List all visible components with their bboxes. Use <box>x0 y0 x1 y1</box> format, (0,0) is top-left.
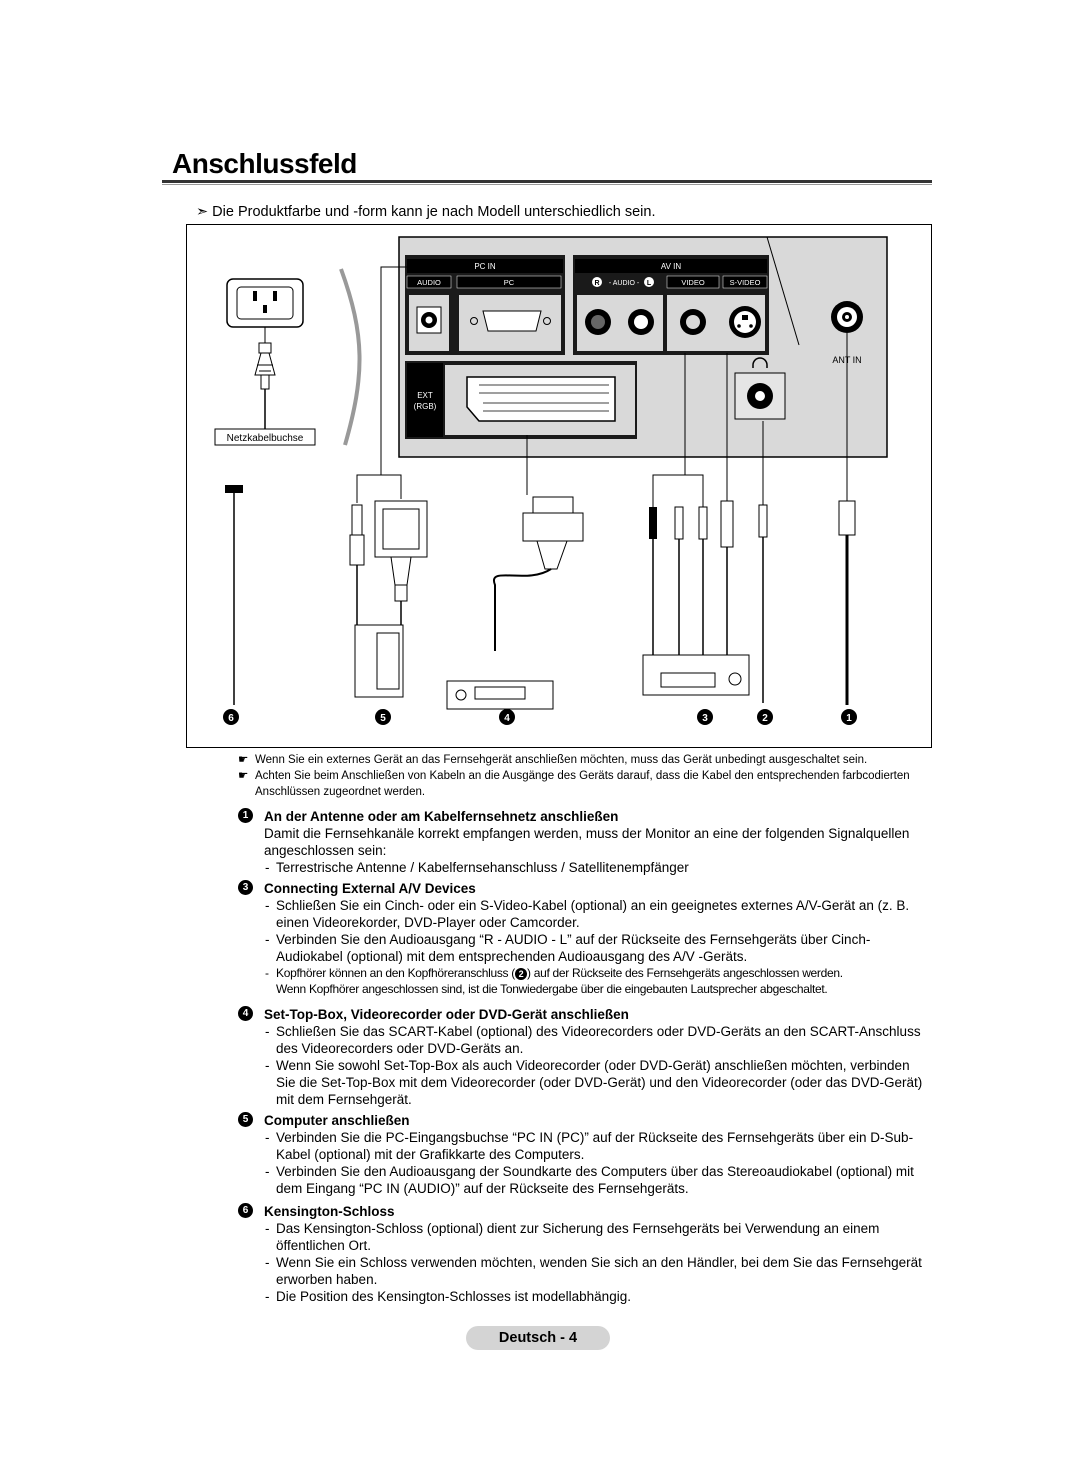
section-heading: An der Antenne oder am Kabelfernsehnetz … <box>264 809 619 824</box>
callout-4: 4 <box>504 713 510 724</box>
callout-2: 2 <box>762 713 768 724</box>
section-number-icon: 3 <box>238 880 253 895</box>
pc-label: PC <box>504 278 515 287</box>
page-footer: Deutsch - 4 <box>466 1326 610 1350</box>
callout-6: 6 <box>228 713 234 724</box>
pc-tag <box>456 275 562 289</box>
list-item: -Verbinden Sie den Audioausgang “R - AUD… <box>265 932 871 964</box>
list-item: -Wenn Sie sowohl Set-Top-Box als auch Vi… <box>265 1058 923 1107</box>
av-in-header <box>575 259 767 273</box>
pc-audio-cable <box>349 504 365 625</box>
section-body: Damit die Fernsehkanäle korrekt empfange… <box>264 826 910 858</box>
diagram-svg: PC IN AUDIO PC AV IN R - AUDIO - L VIDEO… <box>214 236 888 725</box>
pointing-hand-icon: ☛ <box>238 754 249 766</box>
svideo-tag <box>722 275 768 289</box>
model-note: ➣ Die Produktfarbe und -form kann je nac… <box>196 204 656 220</box>
r-label: R <box>594 280 599 287</box>
power-socket <box>226 278 304 328</box>
power-label-box <box>214 428 316 446</box>
vga-cable <box>374 500 428 625</box>
callout-5: 5 <box>380 713 386 724</box>
list-item: -Terrestrische Antenne / Kabelfernsehans… <box>265 860 689 875</box>
list-item: -Wenn Sie ein Schloss verwenden möchten,… <box>265 1255 922 1287</box>
section-3: 3 Connecting External A/V Devices -Schlie… <box>238 880 928 997</box>
page-title: Anschlussfeld <box>172 148 357 179</box>
list-item: -Die Position des Kensington-Schlosses i… <box>265 1289 631 1304</box>
audio-rl-label: - AUDIO - <box>609 280 640 287</box>
vga-port <box>482 310 542 332</box>
list-item: -Schließen Sie ein Cinch- oder ein S-Vid… <box>265 898 910 930</box>
pointing-hand-icon: ☛ <box>238 770 249 782</box>
rca-cables <box>649 500 768 703</box>
list-item: -Das Kensington-Schloss (optional) dient… <box>265 1221 880 1253</box>
section-heading: Connecting External A/V Devices <box>264 881 476 896</box>
video-label: VIDEO <box>681 278 705 287</box>
list-item: -Schließen Sie das SCART-Kabel (optional… <box>265 1024 921 1056</box>
section-1: 1 An der Antenne oder am Kabelfernsehnetz… <box>238 808 928 876</box>
title-rule-thin <box>162 184 932 185</box>
panel-edge <box>766 236 800 346</box>
list-item: -Kopfhörer können an den Kopfhöreranschl… <box>265 966 843 996</box>
rgb-label: (RGB) <box>414 402 437 411</box>
audio-label: AUDIO <box>417 278 441 287</box>
antenna-cable <box>838 500 856 705</box>
power-label: Netzkabelbuchse <box>227 433 304 444</box>
connection-panel-diagram: PC IN AUDIO PC AV IN R - AUDIO - L VIDEO… <box>186 224 932 748</box>
section-number-icon: 4 <box>238 1006 253 1021</box>
scart-cable <box>492 496 584 651</box>
section-heading: Set-Top-Box, Videorecorder oder DVD-Gerä… <box>264 1007 629 1022</box>
section-4: 4 Set-Top-Box, Videorecorder oder DVD-Ger… <box>238 1006 928 1108</box>
list-item: -Verbinden Sie den Audioausgang der Soun… <box>265 1164 914 1196</box>
r-badge <box>592 277 602 287</box>
svideo-label: S-VIDEO <box>730 278 761 287</box>
callout-1: 1 <box>846 713 852 724</box>
divider-curve <box>339 268 362 446</box>
section-6: 6 Kensington-Schloss -Das Kensington-Schl… <box>238 1203 928 1305</box>
video-tag <box>666 275 720 289</box>
l-label: L <box>647 280 652 287</box>
audio-tag <box>406 275 452 289</box>
warning-item: ☛Wenn Sie ein externes Gerät an das Fern… <box>238 754 868 766</box>
av-in-label: AV IN <box>661 262 682 271</box>
kensington-slot <box>225 485 243 493</box>
section-5: 5 Computer anschließen -Verbinden Sie die… <box>238 1112 928 1197</box>
pc-in-label: PC IN <box>474 262 496 271</box>
headphone-icon <box>752 357 768 368</box>
scart-port <box>466 376 616 422</box>
section-heading: Kensington-Schloss <box>264 1204 395 1219</box>
pc-in-header <box>407 259 563 273</box>
title-rule <box>162 180 932 183</box>
section-number-icon: 6 <box>238 1203 253 1218</box>
section-number-icon: 5 <box>238 1112 253 1127</box>
list-item: -Verbinden Sie die PC-Eingangsbuchse “PC… <box>265 1130 914 1162</box>
section-number-icon: 1 <box>238 808 253 823</box>
warning-item: ☛Achten Sie beim Anschließen von Kabeln … <box>238 770 910 798</box>
l-badge <box>644 277 654 287</box>
warning-notes: ☛Wenn Sie ein externes Gerät an das Fern… <box>238 752 928 800</box>
callout-3: 3 <box>702 713 708 724</box>
ext-label: EXT <box>417 391 433 400</box>
section-heading: Computer anschließen <box>264 1113 410 1128</box>
headphone-number-icon: 2 <box>514 968 527 980</box>
